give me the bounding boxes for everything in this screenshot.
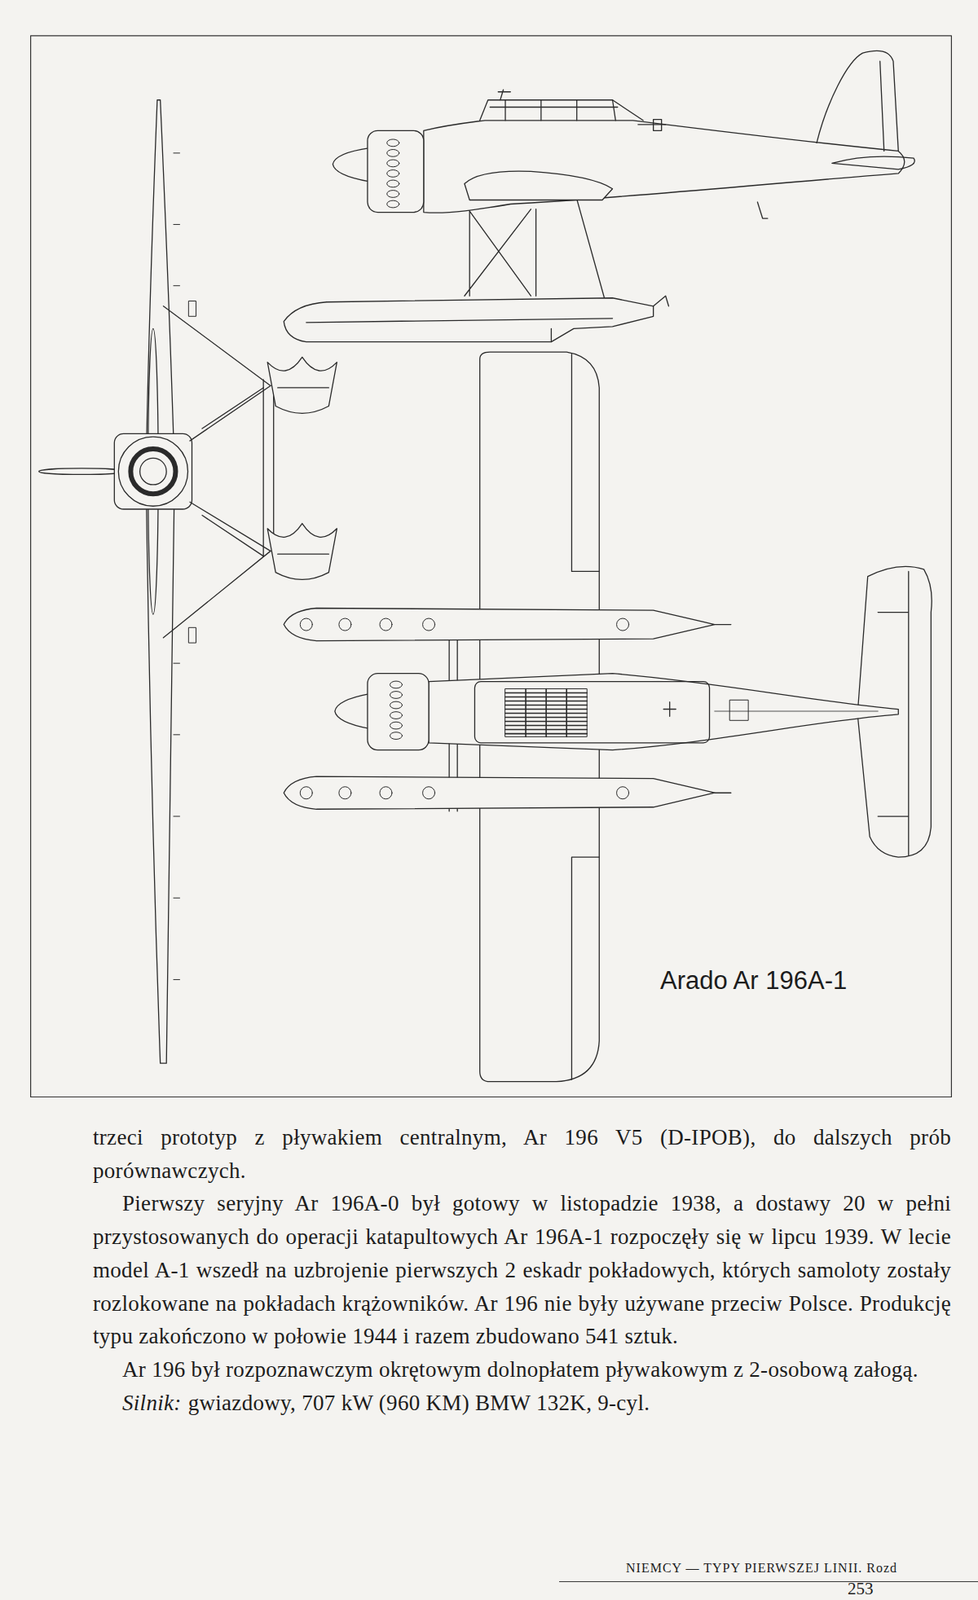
running-footer-box: NIEMCY — TYPY PIERWSZEJ LINII. Rozd: [625, 1561, 898, 1577]
spec-line: Silnik:gwiazdowy, 707 kW (960 KM) BMW 13…: [92, 1387, 952, 1421]
page-number-box: 253: [847, 1581, 874, 1599]
running-footer: NIEMCY — TYPY PIERWSZEJ LINII. Rozd: [625, 1561, 898, 1576]
paragraph: Pierwszy seryjny Ar 196A-0 był gotowy w …: [92, 1187, 952, 1354]
page-number: 253: [847, 1579, 874, 1600]
paragraph: trzeci prototyp z pływakiem centralnym, …: [92, 1121, 952, 1188]
spec-heading: Silnik:: [122, 1391, 182, 1416]
drawing-label: Arado Ar 196A-1: [660, 966, 847, 996]
spec-text: gwiazdowy, 707 kW (960 KM) BMW 132K, 9-c…: [188, 1391, 651, 1416]
drawing-label-box: Arado Ar 196A-1: [660, 966, 847, 996]
body-text: trzeci prototyp z pływakiem centralnym, …: [92, 1121, 952, 1420]
paragraph: Ar 196 był rozpoznawczym okrętowym dolno…: [92, 1353, 952, 1388]
